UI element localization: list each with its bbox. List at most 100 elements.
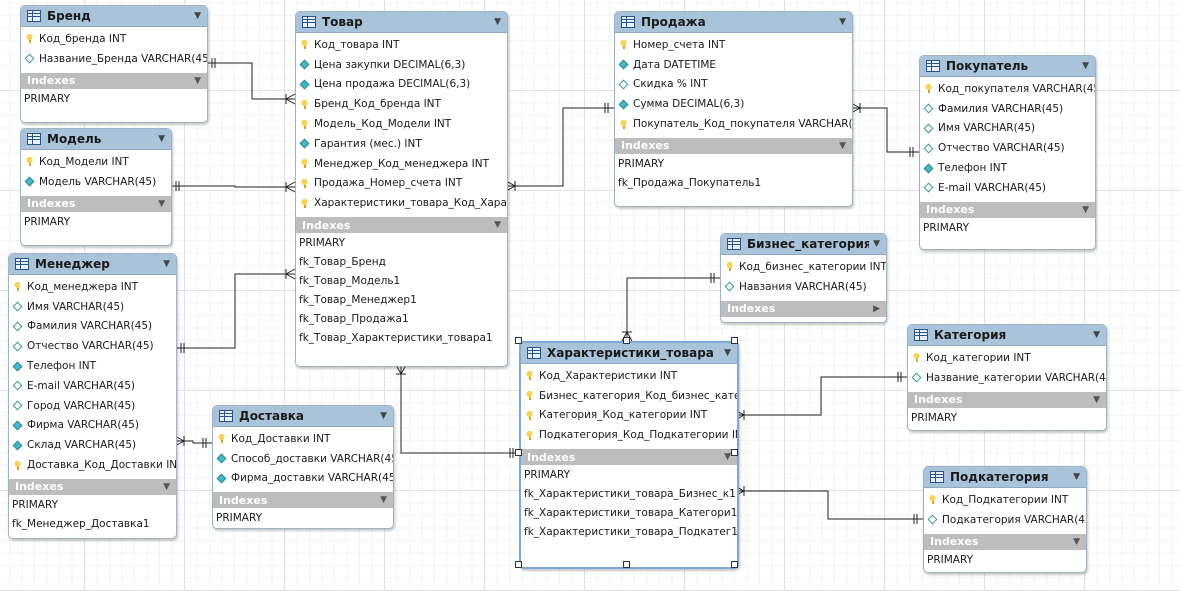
- indexes-header[interactable]: Indexes ▼: [908, 391, 1106, 408]
- relationship-model-product[interactable]: [170, 181, 296, 193]
- resize-handle-sw[interactable]: [515, 561, 522, 568]
- collapse-arrow-icon[interactable]: ▼: [158, 134, 165, 144]
- indexes-header[interactable]: Indexes ▼: [21, 195, 171, 212]
- index-item[interactable]: PRIMARY: [618, 157, 665, 170]
- collapse-arrow-icon[interactable]: ▼: [380, 411, 387, 421]
- column-row[interactable]: Код_бренда INT: [21, 29, 207, 49]
- collapse-arrow-icon[interactable]: ▼: [494, 220, 501, 231]
- indexes-header[interactable]: Indexes ▼: [521, 449, 737, 466]
- resize-handle-e[interactable]: [731, 449, 738, 456]
- index-item[interactable]: fk_Продажа_Покупатель1: [618, 176, 762, 189]
- indexes-header[interactable]: Indexes ▼: [924, 533, 1086, 550]
- index-item[interactable]: fk_Характеристики_товара_Подкатег1: [524, 526, 737, 539]
- index-item[interactable]: fk_Товар_Бренд: [299, 256, 386, 269]
- index-item[interactable]: fk_Характеристики_товара_Бизнес_к1: [524, 488, 736, 501]
- column-row[interactable]: Склад VARCHAR(45): [9, 435, 176, 455]
- column-row[interactable]: Номер_счета INT: [615, 35, 852, 55]
- column-row[interactable]: Код_покупателя VARCHAR(45): [920, 79, 1095, 99]
- column-row[interactable]: Бренд_Код_бренда INT: [296, 94, 507, 114]
- index-item[interactable]: PRIMARY: [24, 215, 71, 228]
- column-row[interactable]: Цена продажа DECIMAL(6,3): [296, 75, 507, 95]
- index-item[interactable]: fk_Товар_Характеристики_товара1: [299, 332, 493, 345]
- column-row[interactable]: Отчество VARCHAR(45): [9, 336, 176, 356]
- table-characteristics[interactable]: Характеристики_товара ▼ Код_Характеристи…: [519, 341, 739, 569]
- collapse-arrow-icon[interactable]: ▼: [873, 239, 880, 249]
- collapse-arrow-icon[interactable]: ▼: [1073, 536, 1080, 547]
- table-header-category[interactable]: Категория ▼: [908, 325, 1106, 346]
- indexes-header[interactable]: Indexes ▼: [615, 137, 852, 154]
- index-item[interactable]: PRIMARY: [911, 411, 958, 424]
- column-row[interactable]: Код_товара INT: [296, 35, 507, 55]
- column-row[interactable]: Фирма_доставки VARCHAR(45): [213, 469, 393, 489]
- indexes-header[interactable]: Indexes ▼: [296, 217, 507, 234]
- column-row[interactable]: Телефон INT: [920, 158, 1095, 178]
- index-item[interactable]: PRIMARY: [923, 221, 970, 234]
- table-header-subcategory[interactable]: Подкатегория ▼: [924, 467, 1086, 488]
- column-row[interactable]: Модель_Код_Модели INT: [296, 114, 507, 134]
- table-header-sale[interactable]: Продажа ▼: [615, 12, 852, 33]
- column-row[interactable]: Сумма DECIMAL(6,3): [615, 94, 852, 114]
- relationship-buyer-sale[interactable]: [850, 102, 919, 157]
- column-row[interactable]: Категория_Код_категории INT: [521, 406, 737, 426]
- table-header-model[interactable]: Модель ▼: [21, 129, 171, 150]
- relationship-delivery-manager[interactable]: [174, 435, 212, 448]
- relationship-subcategory-characteristics[interactable]: [734, 485, 923, 524]
- collapse-arrow-icon[interactable]: ▼: [724, 348, 731, 358]
- column-row[interactable]: Подкатегория VARCHAR(45): [924, 510, 1086, 530]
- collapse-arrow-icon[interactable]: ▼: [1082, 204, 1089, 215]
- index-item[interactable]: PRIMARY: [24, 92, 71, 105]
- column-row[interactable]: Код_Подкатегории INT: [924, 490, 1086, 510]
- column-row[interactable]: Скидка % INT: [615, 75, 852, 95]
- indexes-header[interactable]: Indexes ▶: [721, 300, 886, 317]
- column-row[interactable]: Цена закупки DECIMAL(6,3): [296, 55, 507, 75]
- collapse-arrow-icon[interactable]: ▼: [194, 75, 201, 86]
- relationship-sale-product[interactable]: [505, 103, 614, 192]
- resize-handle-w[interactable]: [515, 449, 522, 456]
- collapse-arrow-icon[interactable]: ▼: [724, 452, 731, 463]
- table-header-delivery[interactable]: Доставка ▼: [213, 406, 393, 427]
- collapse-arrow-icon[interactable]: ▼: [494, 17, 501, 27]
- resize-handle-n[interactable]: [623, 337, 630, 344]
- column-row[interactable]: Навзания VARCHAR(45): [721, 277, 886, 297]
- table-buyer[interactable]: Покупатель ▼ Код_покупателя VARCHAR(45)Ф…: [919, 55, 1096, 250]
- index-item[interactable]: PRIMARY: [12, 498, 59, 511]
- relationship-manager-product[interactable]: [175, 268, 296, 353]
- index-item[interactable]: PRIMARY: [216, 512, 263, 525]
- column-row[interactable]: Телефон INT: [9, 356, 176, 376]
- table-header-business-category[interactable]: Бизнес_категория ▼: [721, 234, 886, 255]
- index-item[interactable]: fk_Товар_Менеджер1: [299, 294, 417, 307]
- column-row[interactable]: Покупатель_Код_покупателя VARCHAR(...: [615, 114, 852, 134]
- column-row[interactable]: Код_Доставки INT: [213, 429, 393, 449]
- index-item[interactable]: fk_Менеджер_Доставка1: [12, 517, 150, 530]
- column-row[interactable]: Бизнес_категория_Код_бизнес_кате...: [521, 386, 737, 406]
- column-row[interactable]: Фирма VARCHAR(45): [9, 416, 176, 436]
- collapse-arrow-icon[interactable]: ▼: [194, 11, 201, 21]
- column-row[interactable]: Гарантия (мес.) INT: [296, 134, 507, 154]
- column-row[interactable]: Доставка_Код_Доставки INT: [9, 455, 176, 475]
- relationship-brand-product[interactable]: [206, 58, 296, 105]
- indexes-header[interactable]: Indexes ▼: [9, 478, 176, 495]
- column-row[interactable]: Подкатегория_Код_Подкатегории INT: [521, 425, 737, 445]
- table-header-buyer[interactable]: Покупатель ▼: [920, 56, 1095, 77]
- column-row[interactable]: E-mail VARCHAR(45): [920, 178, 1095, 198]
- column-row[interactable]: E-mail VARCHAR(45): [9, 376, 176, 396]
- column-row[interactable]: Отчество VARCHAR(45): [920, 138, 1095, 158]
- index-item[interactable]: fk_Товар_Продажа1: [299, 313, 409, 326]
- table-header-characteristics[interactable]: Характеристики_товара ▼: [521, 343, 737, 364]
- column-row[interactable]: Код_бизнес_категории INT: [721, 257, 886, 277]
- collapse-arrow-icon[interactable]: ▼: [839, 140, 846, 151]
- column-row[interactable]: Фамилия VARCHAR(45): [920, 99, 1095, 119]
- collapse-arrow-icon[interactable]: ▼: [1093, 330, 1100, 340]
- relationship-characteristics-product[interactable]: [395, 364, 519, 458]
- indexes-header[interactable]: Indexes ▼: [213, 492, 393, 509]
- collapse-arrow-icon[interactable]: ▼: [839, 17, 846, 27]
- collapse-arrow-icon[interactable]: ▼: [158, 198, 165, 209]
